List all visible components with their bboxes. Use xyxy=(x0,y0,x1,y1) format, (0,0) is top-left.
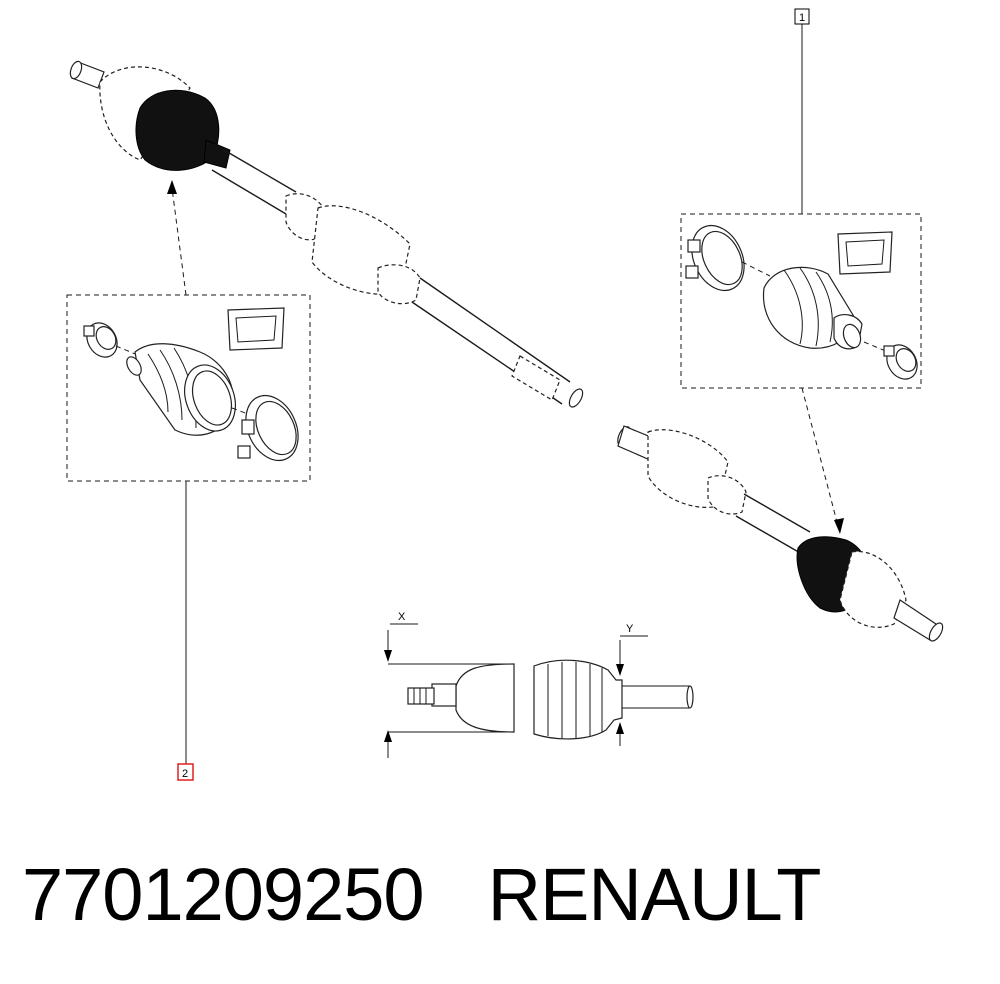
dimension-y-label: Y xyxy=(626,623,634,635)
upper-boot-dark xyxy=(135,89,231,171)
dimension-x-label: X xyxy=(398,611,406,623)
dimension-detail: X Y xyxy=(384,611,694,758)
callout-2: 2 xyxy=(177,763,194,781)
left-boot xyxy=(126,343,236,436)
left-grease-sachet xyxy=(227,307,285,351)
callout-1: 1 xyxy=(794,8,810,25)
left-large-clamp xyxy=(237,394,299,462)
callout-1-label: 1 xyxy=(799,12,805,24)
part-number: 7701209250 xyxy=(22,853,425,936)
right-large-clamp xyxy=(685,224,745,292)
part-caption: 7701209250 RENAULT xyxy=(22,852,822,937)
left-kit-box xyxy=(66,180,311,764)
callout-2-label: 2 xyxy=(182,768,188,780)
right-kit-box xyxy=(680,24,922,534)
left-small-clamp xyxy=(83,322,118,358)
right-small-clamp xyxy=(883,344,918,380)
right-grease-sachet xyxy=(837,231,893,275)
brand-name: RENAULT xyxy=(487,853,822,936)
lower-drive-shaft xyxy=(617,425,944,642)
right-boot xyxy=(762,266,863,350)
upper-drive-shaft xyxy=(69,60,584,408)
